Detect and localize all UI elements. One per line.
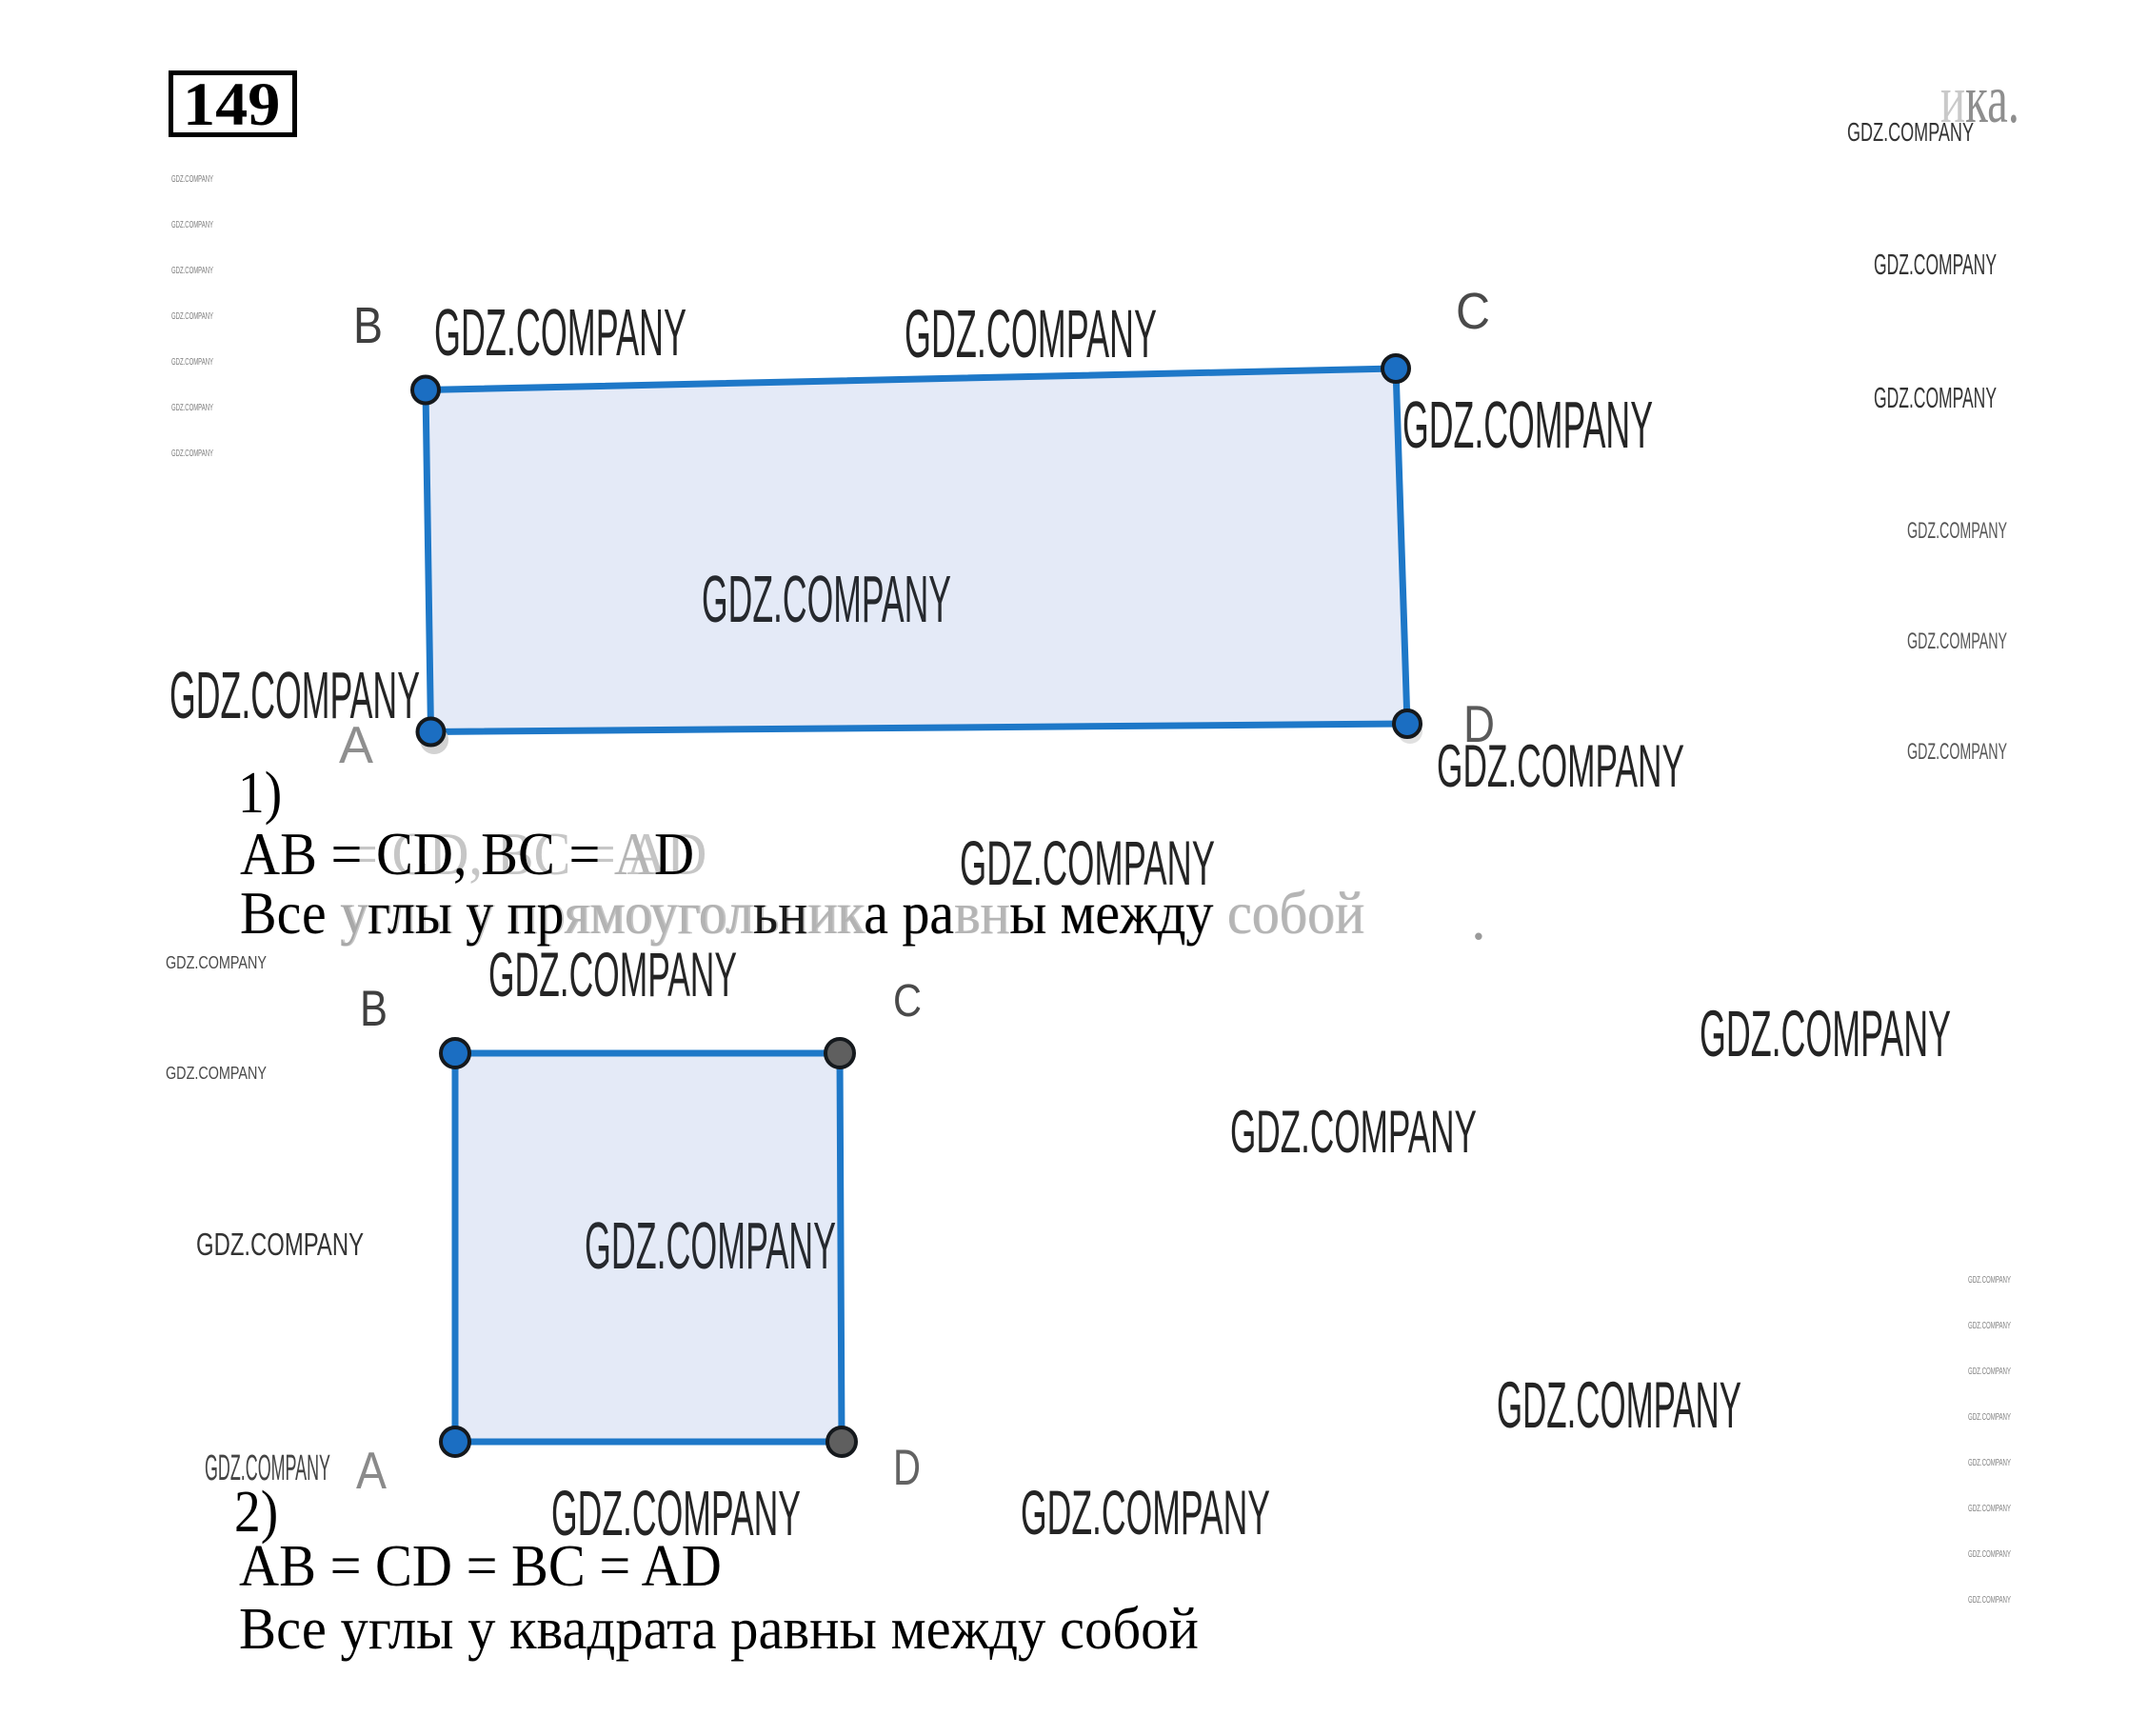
svg-text:GDZ.COMPANY: GDZ.COMPANY bbox=[1968, 1595, 2011, 1606]
svg-text:D: D bbox=[1463, 694, 1495, 753]
svg-text:GDZ.COMPANY: GDZ.COMPANY bbox=[169, 658, 420, 732]
svg-text:.: . bbox=[1471, 886, 1486, 952]
svg-text:= CD, BC = AD: = CD, BC = AD bbox=[347, 822, 706, 888]
svg-text:GDZ.COMPANY: GDZ.COMPANY bbox=[1968, 1367, 2011, 1377]
svg-text:GDZ.COMPANY: GDZ.COMPANY bbox=[1700, 998, 1951, 1070]
svg-text:Все углы у прямоугольника равн: Все углы у прямоугольника равны между со… bbox=[240, 881, 1364, 948]
svg-text:углы у прямоугольника равны ме: углы у прямоугольника равны между собой bbox=[342, 881, 1365, 948]
svg-text:C: C bbox=[893, 976, 922, 1027]
svg-text:2): 2) bbox=[234, 1478, 278, 1545]
svg-text:AB = CD, BC = AD: AB = CD, BC = AD bbox=[240, 822, 694, 888]
svg-text:GDZ.COMPANY: GDZ.COMPANY bbox=[488, 940, 737, 1009]
svg-text:GDZ.COMPANY: GDZ.COMPANY bbox=[171, 357, 213, 368]
svg-text:A: A bbox=[339, 715, 373, 774]
svg-text:ика.: ика. bbox=[1940, 62, 2019, 138]
svg-text:GDZ.COMPANY: GDZ.COMPANY bbox=[1907, 629, 2007, 654]
svg-text:GDZ.COMPANY: GDZ.COMPANY bbox=[1402, 388, 1653, 462]
svg-text:C: C bbox=[1456, 283, 1490, 340]
svg-text:GDZ.COMPANY: GDZ.COMPANY bbox=[205, 1447, 330, 1487]
svg-text:GDZ.COMPANY: GDZ.COMPANY bbox=[171, 449, 213, 459]
svg-text:GDZ.COMPANY: GDZ.COMPANY bbox=[1968, 1549, 2011, 1560]
svg-text:GDZ.COMPANY: GDZ.COMPANY bbox=[196, 1227, 364, 1263]
svg-text:149: 149 bbox=[183, 70, 280, 138]
svg-text:GDZ.COMPANY: GDZ.COMPANY bbox=[1874, 248, 1997, 281]
svg-text:GDZ.COMPANY: GDZ.COMPANY bbox=[1874, 381, 1997, 414]
svg-text:GDZ.COMPANY: GDZ.COMPANY bbox=[171, 403, 213, 413]
svg-text:GDZ.COMPANY: GDZ.COMPANY bbox=[1907, 740, 2007, 765]
svg-text:GDZ.COMPANY: GDZ.COMPANY bbox=[171, 311, 213, 322]
svg-text:AB = CD = BC = AD: AB = CD = BC = AD bbox=[239, 1533, 722, 1600]
svg-text:GDZ.COMPANY: GDZ.COMPANY bbox=[1907, 519, 2007, 544]
svg-text:GDZ.COMPANY: GDZ.COMPANY bbox=[1021, 1478, 1270, 1547]
svg-text:Все углы у квадрата равны межд: Все углы у квадрата равны между собой bbox=[239, 1596, 1199, 1662]
svg-text:GDZ.COMPANY: GDZ.COMPANY bbox=[585, 1208, 836, 1283]
svg-text:GDZ.COMPANY: GDZ.COMPANY bbox=[1847, 117, 1974, 147]
svg-text:GDZ.COMPANY: GDZ.COMPANY bbox=[1968, 1458, 2011, 1468]
svg-text:GDZ.COMPANY: GDZ.COMPANY bbox=[1437, 733, 1684, 800]
svg-text:GDZ.COMPANY: GDZ.COMPANY bbox=[166, 953, 267, 972]
svg-text:GDZ.COMPANY: GDZ.COMPANY bbox=[551, 1478, 801, 1549]
svg-text:GDZ.COMPANY: GDZ.COMPANY bbox=[171, 220, 213, 230]
svg-text:GDZ.COMPANY: GDZ.COMPANY bbox=[171, 266, 213, 276]
svg-text:GDZ.COMPANY: GDZ.COMPANY bbox=[166, 1064, 267, 1083]
svg-text:GDZ.COMPANY: GDZ.COMPANY bbox=[434, 295, 686, 369]
svg-text:GDZ.COMPANY: GDZ.COMPANY bbox=[1497, 1369, 1741, 1442]
svg-text:B: B bbox=[353, 297, 383, 354]
svg-text:D: D bbox=[893, 1440, 921, 1496]
svg-text:GDZ.COMPANY: GDZ.COMPANY bbox=[905, 297, 1157, 372]
svg-text:GDZ.COMPANY: GDZ.COMPANY bbox=[960, 828, 1215, 898]
svg-text:GDZ.COMPANY: GDZ.COMPANY bbox=[1968, 1412, 2011, 1423]
svg-text:GDZ.COMPANY: GDZ.COMPANY bbox=[702, 562, 951, 636]
svg-text:GDZ.COMPANY: GDZ.COMPANY bbox=[1968, 1504, 2011, 1514]
svg-text:GDZ.COMPANY: GDZ.COMPANY bbox=[1230, 1099, 1477, 1166]
svg-text:GDZ.COMPANY: GDZ.COMPANY bbox=[171, 174, 213, 185]
svg-text:GDZ.COMPANY: GDZ.COMPANY bbox=[1968, 1321, 2011, 1331]
svg-text:A: A bbox=[356, 1441, 387, 1500]
svg-text:B: B bbox=[360, 981, 388, 1037]
svg-text:GDZ.COMPANY: GDZ.COMPANY bbox=[1968, 1275, 2011, 1286]
svg-text:1): 1) bbox=[238, 759, 282, 826]
